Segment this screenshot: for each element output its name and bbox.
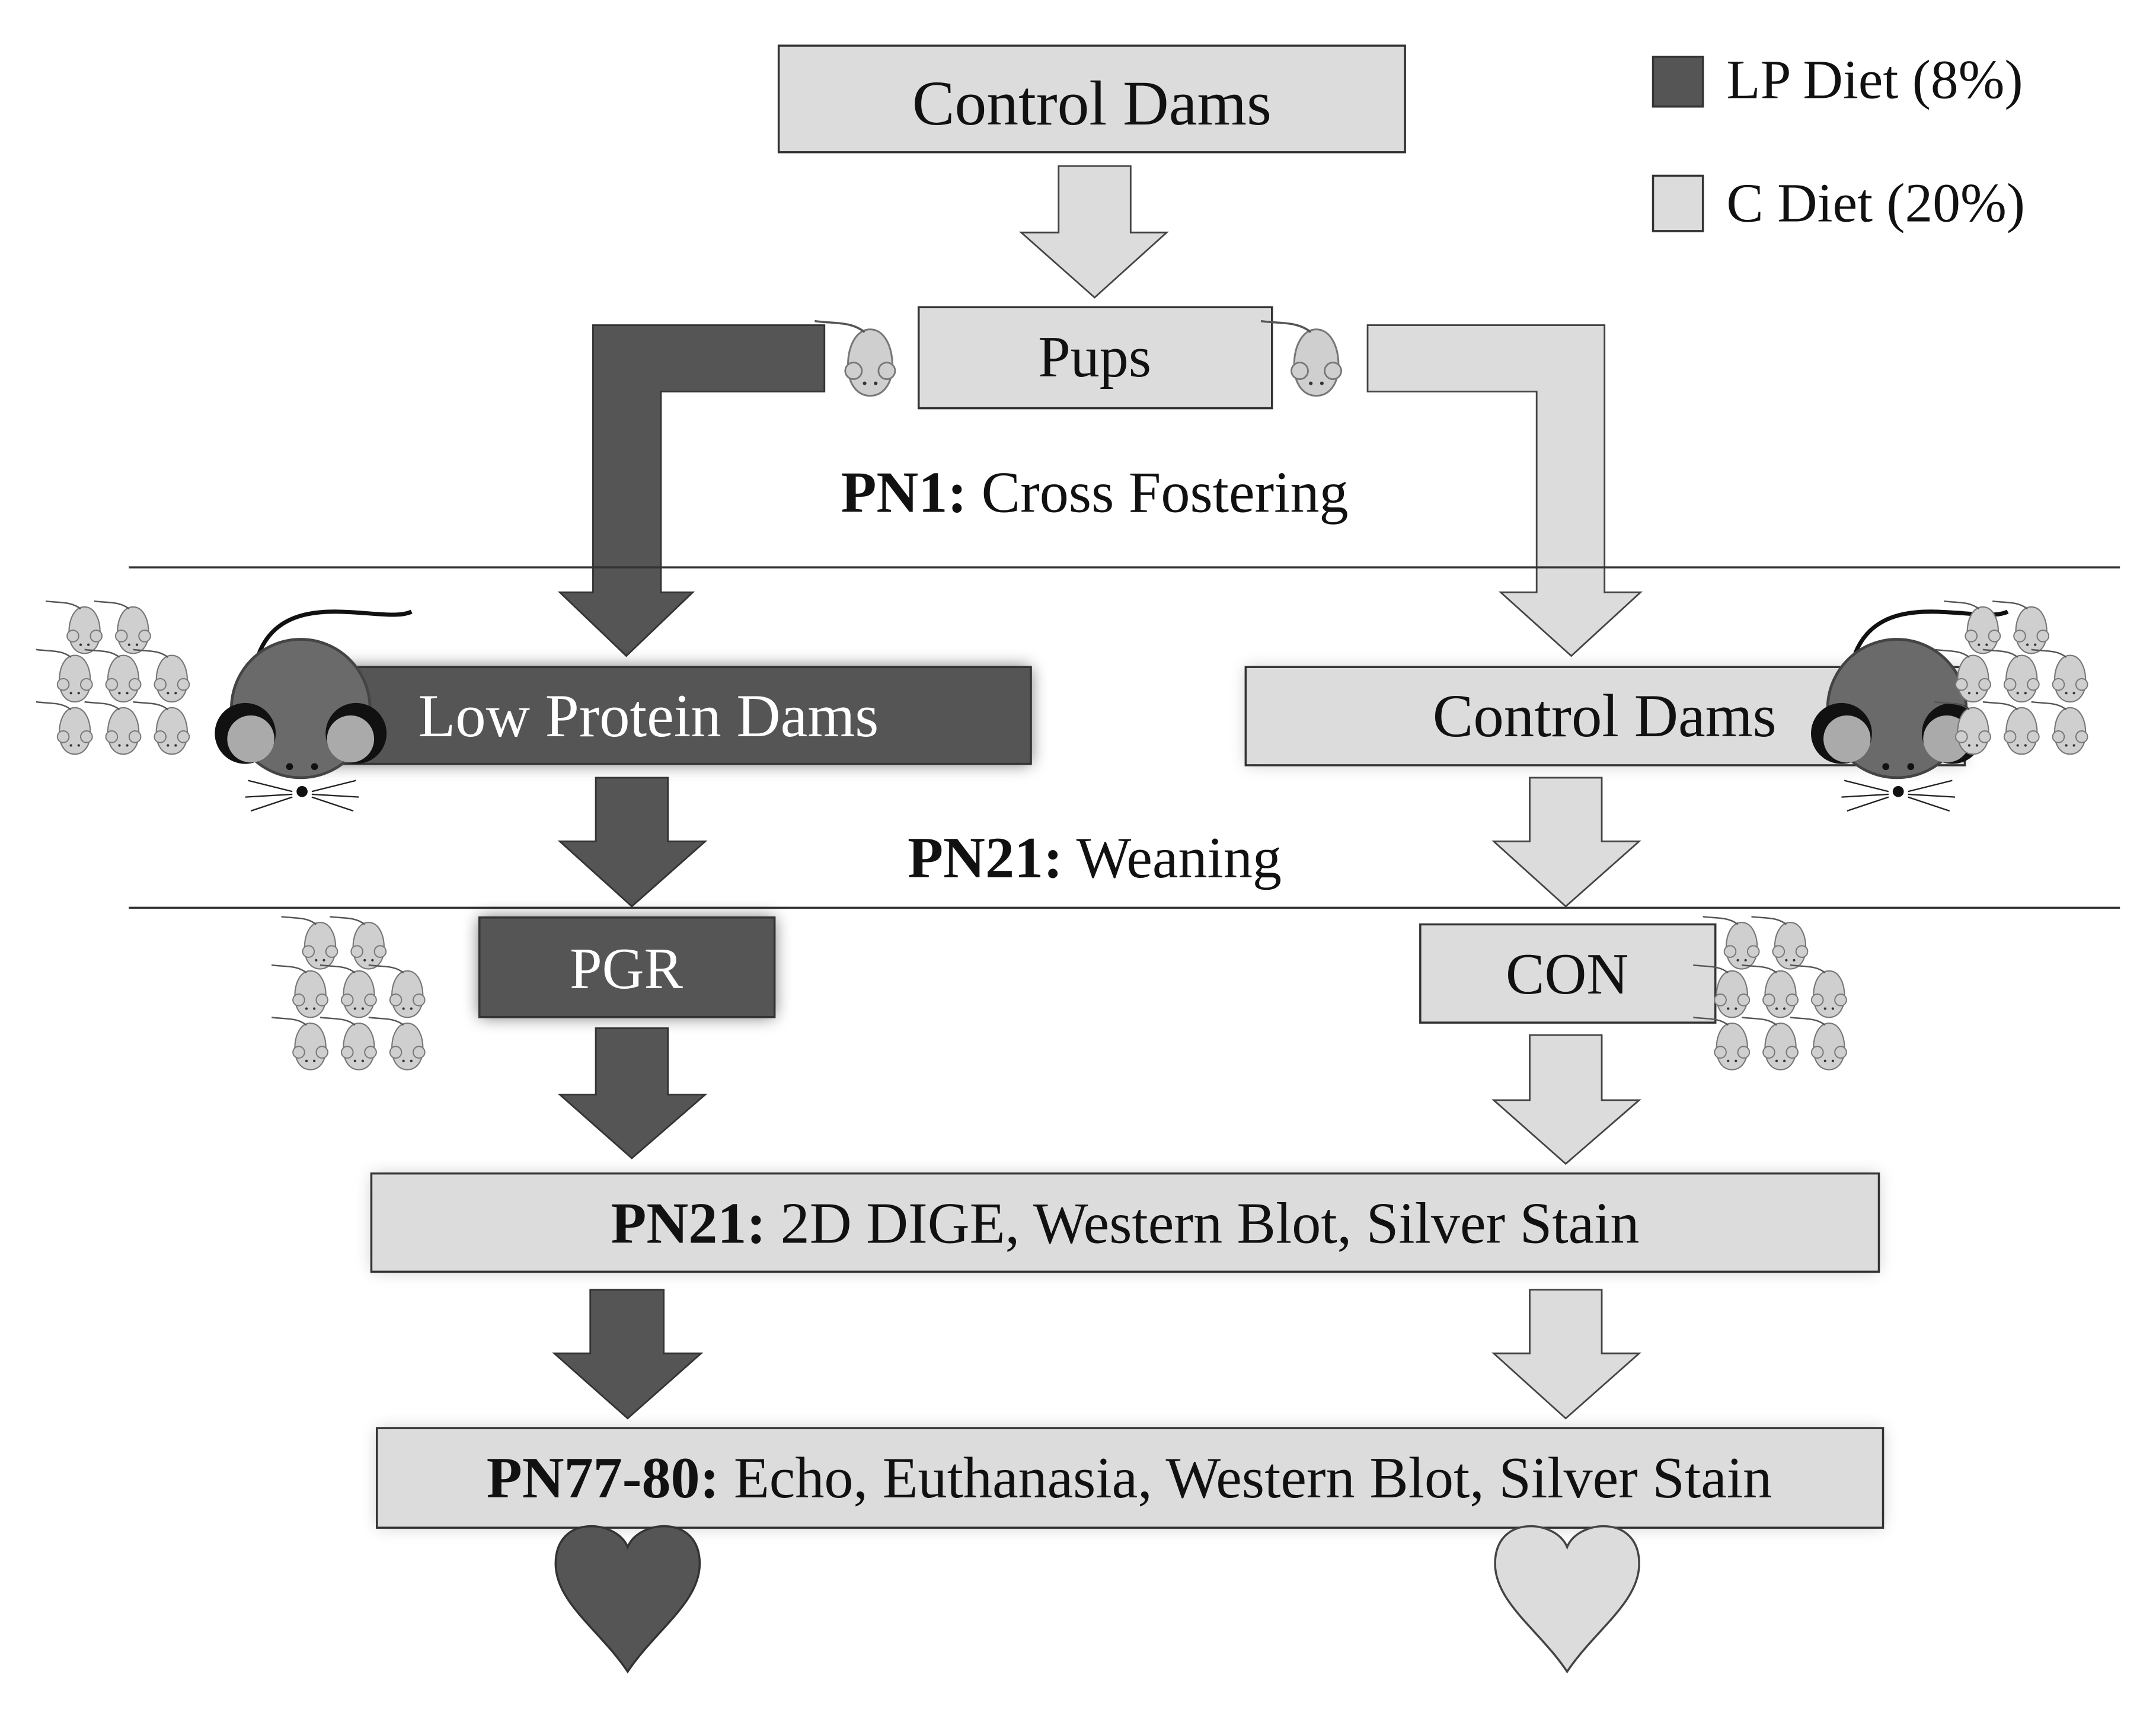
heart-icon-control — [1494, 1525, 1640, 1673]
arrow-control-dams-to-con — [1491, 777, 1641, 908]
low-protein-dams-label: Low Protein Dams — [418, 682, 879, 750]
control-dams-right-label: Control Dams — [1433, 682, 1777, 750]
pn21-bold: PN21: — [908, 826, 1063, 890]
con-label: CON — [1506, 943, 1628, 1007]
pn1-text: Cross Fostering — [967, 461, 1349, 525]
arrow-pups-to-lp-dams — [557, 324, 826, 657]
pn21-analysis-box — [370, 1172, 1880, 1273]
heart-icon-lp — [554, 1525, 701, 1673]
legend: LP Diet (8%) C Diet (20%) — [1652, 50, 2025, 234]
arrow-con-to-pn21 — [1491, 1034, 1641, 1165]
legend-label-lp: LP Diet (8%) — [1726, 50, 2023, 111]
pups-box — [917, 306, 1273, 410]
pn21-analysis-label: PN21: 2D DIGE, Western Blot, Silver Stai… — [611, 1191, 1639, 1256]
pn77-80-box — [376, 1427, 1884, 1529]
pn1-bold: PN1: — [841, 461, 967, 525]
pn21-text: Weaning — [1063, 826, 1282, 890]
arrow-lp-dams-to-pgr — [557, 777, 708, 908]
arrow-c-to-pn77 — [1491, 1289, 1641, 1420]
arrow-lp-to-pn77 — [552, 1289, 704, 1420]
pn21-analysis-bold: PN21: — [611, 1191, 766, 1256]
con-box — [1419, 923, 1717, 1024]
control-dams-top-label: Control Dams — [912, 68, 1272, 139]
legend-swatch-lp — [1652, 55, 1704, 108]
mouse-pup-icon-left — [813, 320, 896, 397]
legend-swatch-c — [1652, 174, 1704, 232]
arrow-pups-to-control-dams — [1366, 324, 1643, 657]
control-dams-top-box — [777, 44, 1406, 154]
pn1-stage-label: PN1: Cross Fostering — [841, 461, 1348, 525]
pn77-text: Echo, Euthanasia, Western Blot, Silver S… — [719, 1446, 1772, 1510]
pups-label: Pups — [1038, 325, 1151, 389]
litter-icon-lp-dams — [36, 601, 190, 754]
pn77-bold: PN77-80: — [487, 1446, 720, 1510]
legend-label-c: C Diet (20%) — [1726, 173, 2025, 234]
pn21-stage-label: PN21: Weaning — [908, 826, 1282, 890]
arrow-control-to-pups — [1018, 165, 1169, 299]
litter-icon-pgr — [272, 916, 425, 1069]
litter-icon-control-dams — [1934, 601, 2088, 754]
arrow-pgr-to-pn21 — [557, 1027, 708, 1159]
pgr-box — [478, 916, 776, 1018]
pn77-80-label: PN77-80: Echo, Euthanasia, Western Blot,… — [487, 1446, 1772, 1510]
pgr-label: PGR — [570, 937, 683, 1001]
pn21-analysis-text: 2D DIGE, Western Blot, Silver Stain — [766, 1191, 1639, 1256]
low-protein-dams-box — [290, 666, 1032, 765]
